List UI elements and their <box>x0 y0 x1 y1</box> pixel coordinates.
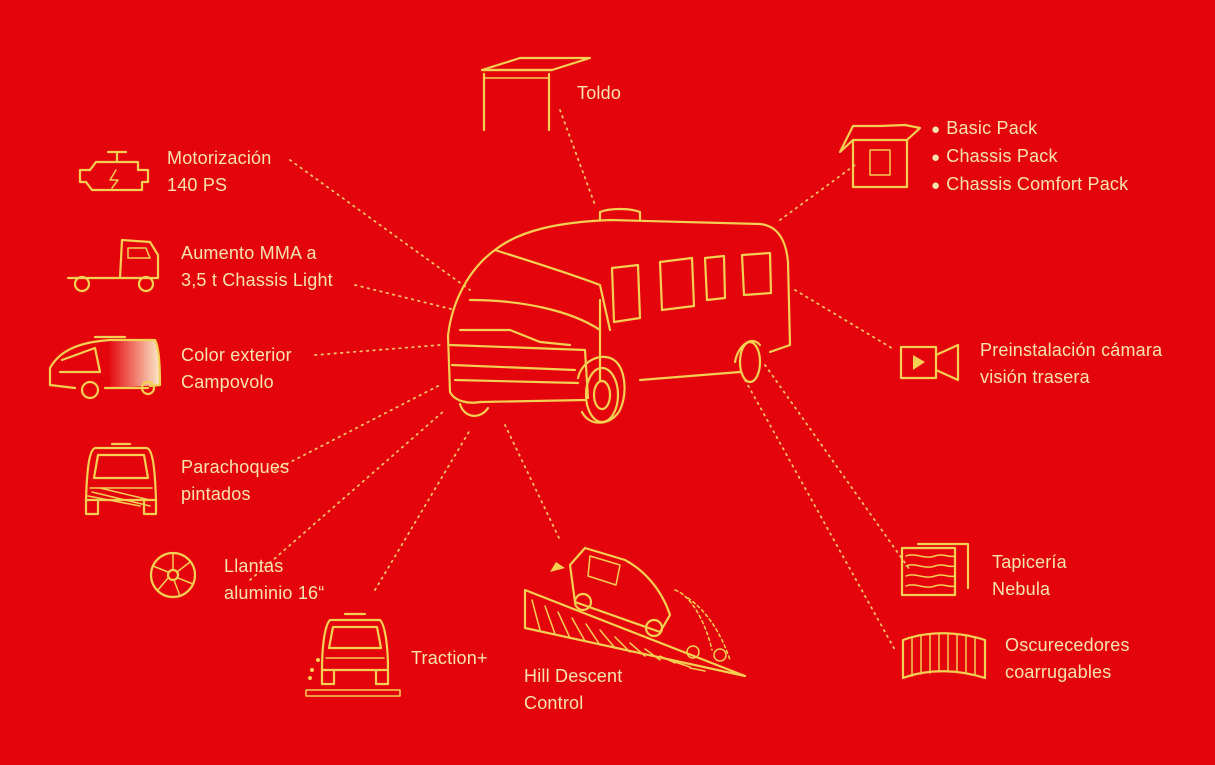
label-hill-descent: Hill Descent Control <box>524 666 623 713</box>
video-camera-icon <box>899 343 960 382</box>
fabric-swatches-icon <box>900 542 970 597</box>
engine-icon <box>78 150 150 192</box>
label-mma: Aumento MMA a 3,5 t Chassis Light <box>181 243 333 290</box>
label-camara: Preinstalación cámara visión trasera <box>980 340 1163 387</box>
awning-icon <box>480 56 592 132</box>
van-side-icon <box>48 335 162 400</box>
list-item: Basic Pack <box>931 115 1128 143</box>
pleated-blind-icon <box>901 632 987 680</box>
label-tapiceria: Tapicería Nebula <box>992 552 1067 599</box>
truck-chassis-icon <box>66 238 160 293</box>
campervan-icon <box>446 207 792 424</box>
label-toldo: Toldo <box>577 83 622 103</box>
label-motorizacion: Motorización 140 PS <box>167 148 272 195</box>
label-color-exterior: Color exterior Campovolo <box>181 345 292 392</box>
label-packs: Basic Pack Chassis Pack Chassis Comfort … <box>931 115 1128 199</box>
connector-lines <box>249 109 911 651</box>
van-front-bumper-icon <box>84 442 158 516</box>
list-item: Chassis Comfort Pack <box>931 171 1128 199</box>
label-traction: Traction+ <box>411 648 488 668</box>
van-descending-slope-icon <box>523 546 747 678</box>
list-item: Chassis Pack <box>931 143 1128 171</box>
label-llantas: Llantas aluminio 16“ <box>224 556 325 603</box>
packs-list: Basic Pack Chassis Pack Chassis Comfort … <box>931 115 1128 199</box>
label-parachoques: Parachoques pintados <box>181 457 290 504</box>
van-front-traction-icon <box>305 612 401 697</box>
open-box-icon <box>838 123 922 189</box>
label-oscurecedores: Oscurecedores coarrugables <box>1005 635 1130 682</box>
alloy-wheel-icon <box>149 551 197 599</box>
